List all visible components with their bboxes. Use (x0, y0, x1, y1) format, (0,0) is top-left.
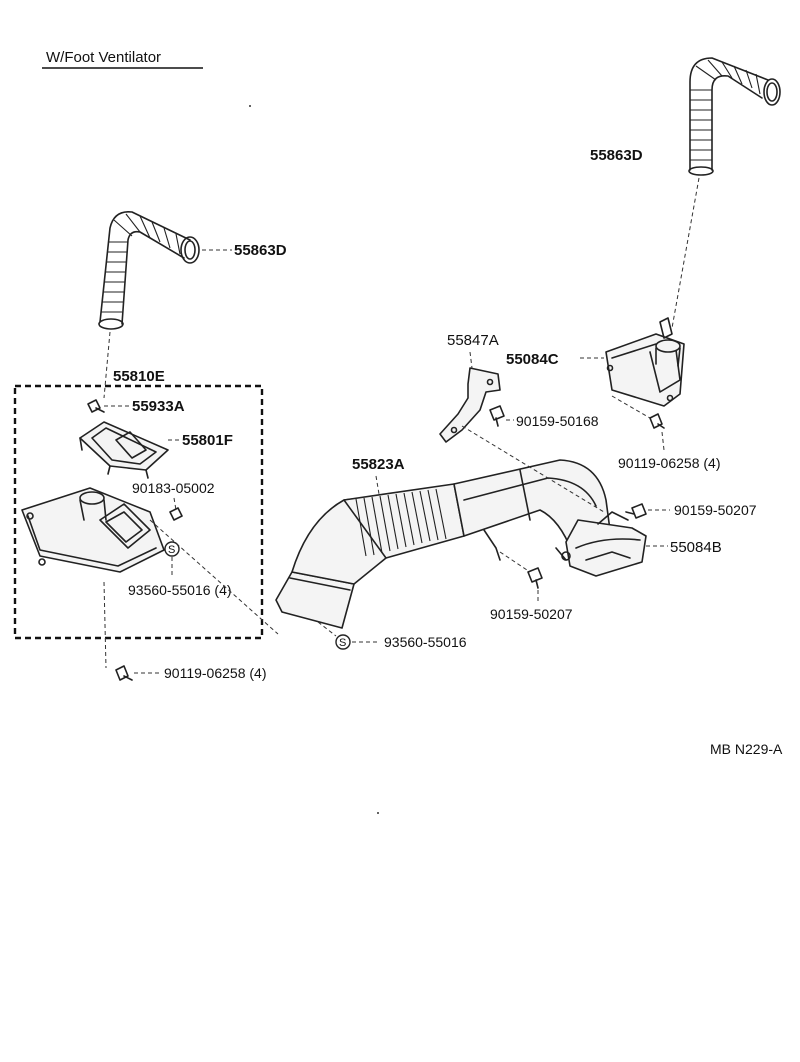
label-duct-hose-left: 55863D (234, 242, 287, 259)
leader-box-to-duct (149, 519, 279, 635)
screw-90119-right (649, 413, 665, 429)
label-duct-55084B: 55084B (670, 539, 722, 556)
bolt-90159-50168 (489, 405, 505, 427)
label-bolt-90159-50207-right: 90159-50207 (674, 502, 757, 518)
label-duct-55801F: 55801F (182, 432, 233, 449)
leader-55847A (469, 351, 473, 369)
label-screw-55933A: 55933A (132, 398, 185, 415)
assembly-box-55810E (13, 384, 264, 640)
bracket-55847A (439, 367, 501, 443)
label-nut-93560: 93560-55016 (384, 634, 467, 650)
leader-bracket-to-bolt-bottom (499, 551, 531, 573)
foot-duct-lower (21, 487, 165, 573)
s-mark-bottom: S (335, 634, 351, 650)
label-clip-90183: 90183-05002 (132, 480, 215, 496)
scan-dot (249, 105, 251, 107)
label-foot-duct-assy: 55810E (113, 368, 165, 385)
leader-90119-left-vertical (103, 581, 107, 669)
diagram-title: W/Foot Ventilator (46, 49, 161, 66)
screw-90119-left (115, 665, 133, 681)
leader-90119-right (661, 431, 665, 451)
clip-90183-05002 (169, 507, 183, 521)
s-mark-bottom-text: S (339, 637, 346, 649)
s-mark-left-text: S (168, 544, 175, 556)
leader-s-bottom (317, 621, 337, 637)
label-bolt-90159-50168: 90159-50168 (516, 413, 599, 429)
corrugated-hose-right (688, 57, 781, 176)
label-screw-90119-right: 90119-06258 (4) (618, 455, 720, 471)
leader-hose-right (671, 177, 700, 329)
duct-55084C (605, 317, 685, 407)
bolt-90159-50207-bottom (527, 567, 543, 589)
duct-55084B (561, 511, 647, 577)
label-bracket-55847A: 55847A (447, 332, 499, 349)
leader-90183 (173, 497, 177, 511)
label-nut-93560-x4: 93560-55016 (4) (128, 582, 232, 598)
label-duct-55084C: 55084C (506, 351, 559, 368)
s-mark-left: S (164, 541, 180, 557)
label-duct-hose-right: 55863D (590, 147, 643, 164)
label-bolt-90159-50207-bottom: 90159-50207 (490, 606, 573, 622)
leader-hose-left-down (103, 331, 111, 399)
duct-55801F (79, 421, 169, 479)
scan-dot (377, 812, 379, 814)
screw-55933A (87, 399, 105, 413)
label-duct-55823A: 55823A (352, 456, 405, 473)
bolt-90159-50207-right (625, 503, 647, 519)
corrugated-hose-left (98, 211, 200, 330)
label-screw-90119-left: 90119-06258 (4) (164, 665, 266, 681)
diagram-code: MB N229-A (710, 741, 783, 757)
leader-90119-right-diag (611, 395, 651, 419)
